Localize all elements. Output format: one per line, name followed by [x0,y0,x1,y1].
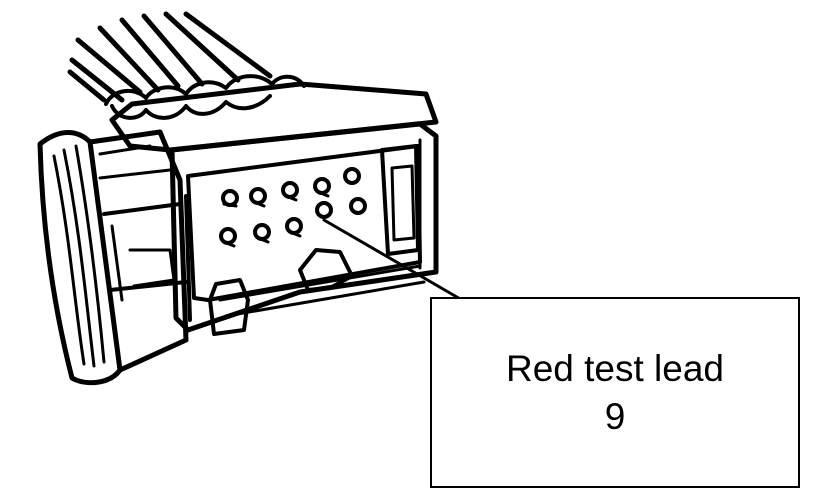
side-housing [87,129,189,373]
locking-tab [208,248,426,336]
wire-seals [104,74,306,120]
end-plate [37,130,123,386]
terminal-pin [315,201,333,219]
leader-line [322,218,464,302]
wire-bundle [67,11,273,103]
terminal-pin [343,167,361,185]
connector-cavity [380,144,420,256]
callout-label: Red test lead [505,347,725,389]
callout-box: Red test lead 9 [430,297,800,488]
callout-pin-number: 9 [604,395,626,437]
terminal-pins [219,167,367,248]
terminal-pin [349,197,367,215]
front-housing [169,121,439,333]
